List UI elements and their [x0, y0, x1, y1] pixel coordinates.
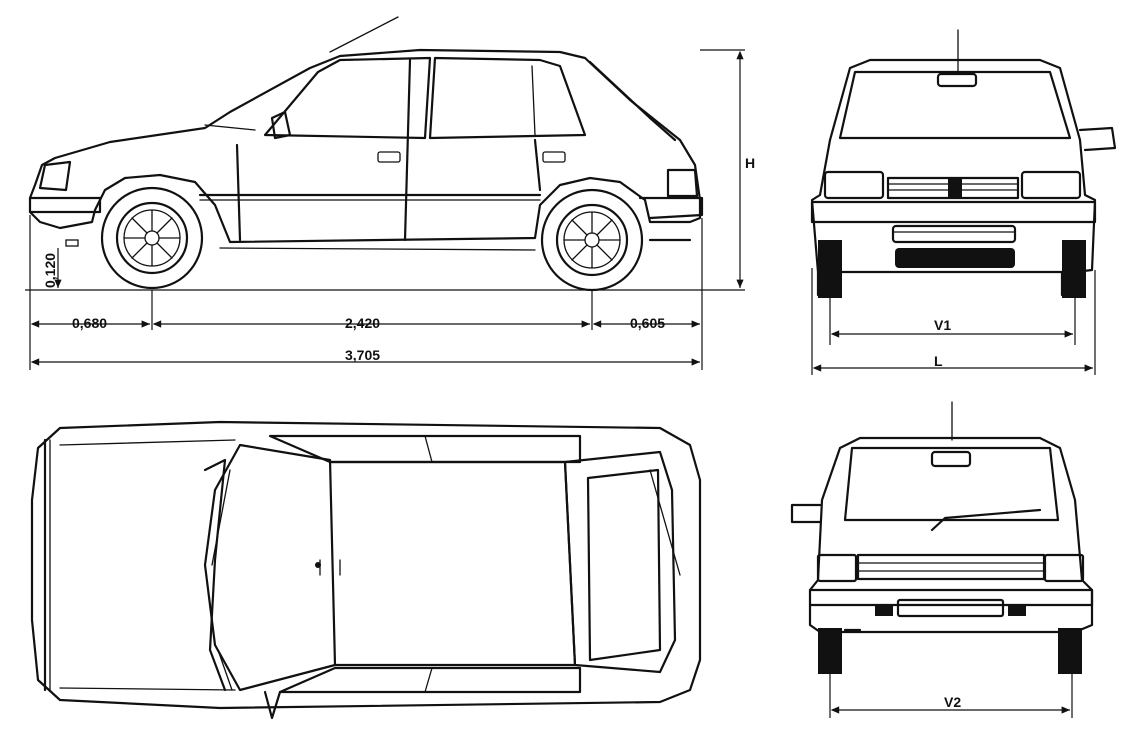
side-dimensions: 0,680 2,420 0,605 3,705 0,120 H	[29, 49, 755, 370]
dim-front-overhang: 0,680	[72, 315, 107, 331]
rear-dimensions: V2	[830, 694, 1070, 714]
front-view	[810, 29, 1117, 375]
top-view	[30, 420, 702, 720]
front-dimensions: V1 L	[812, 317, 1093, 372]
dim-ground-clearance: 0,120	[42, 253, 58, 288]
dim-rear-overhang: 0,605	[630, 315, 665, 331]
dim-width: L	[934, 353, 943, 369]
dim-overall-length: 3,705	[345, 347, 380, 363]
dim-rear-track: V2	[944, 694, 961, 710]
side-view	[25, 16, 745, 292]
dim-wheelbase: 2,420	[345, 315, 380, 331]
dim-front-track: V1	[934, 317, 951, 333]
rear-view	[790, 401, 1094, 718]
dim-height: H	[745, 155, 755, 171]
